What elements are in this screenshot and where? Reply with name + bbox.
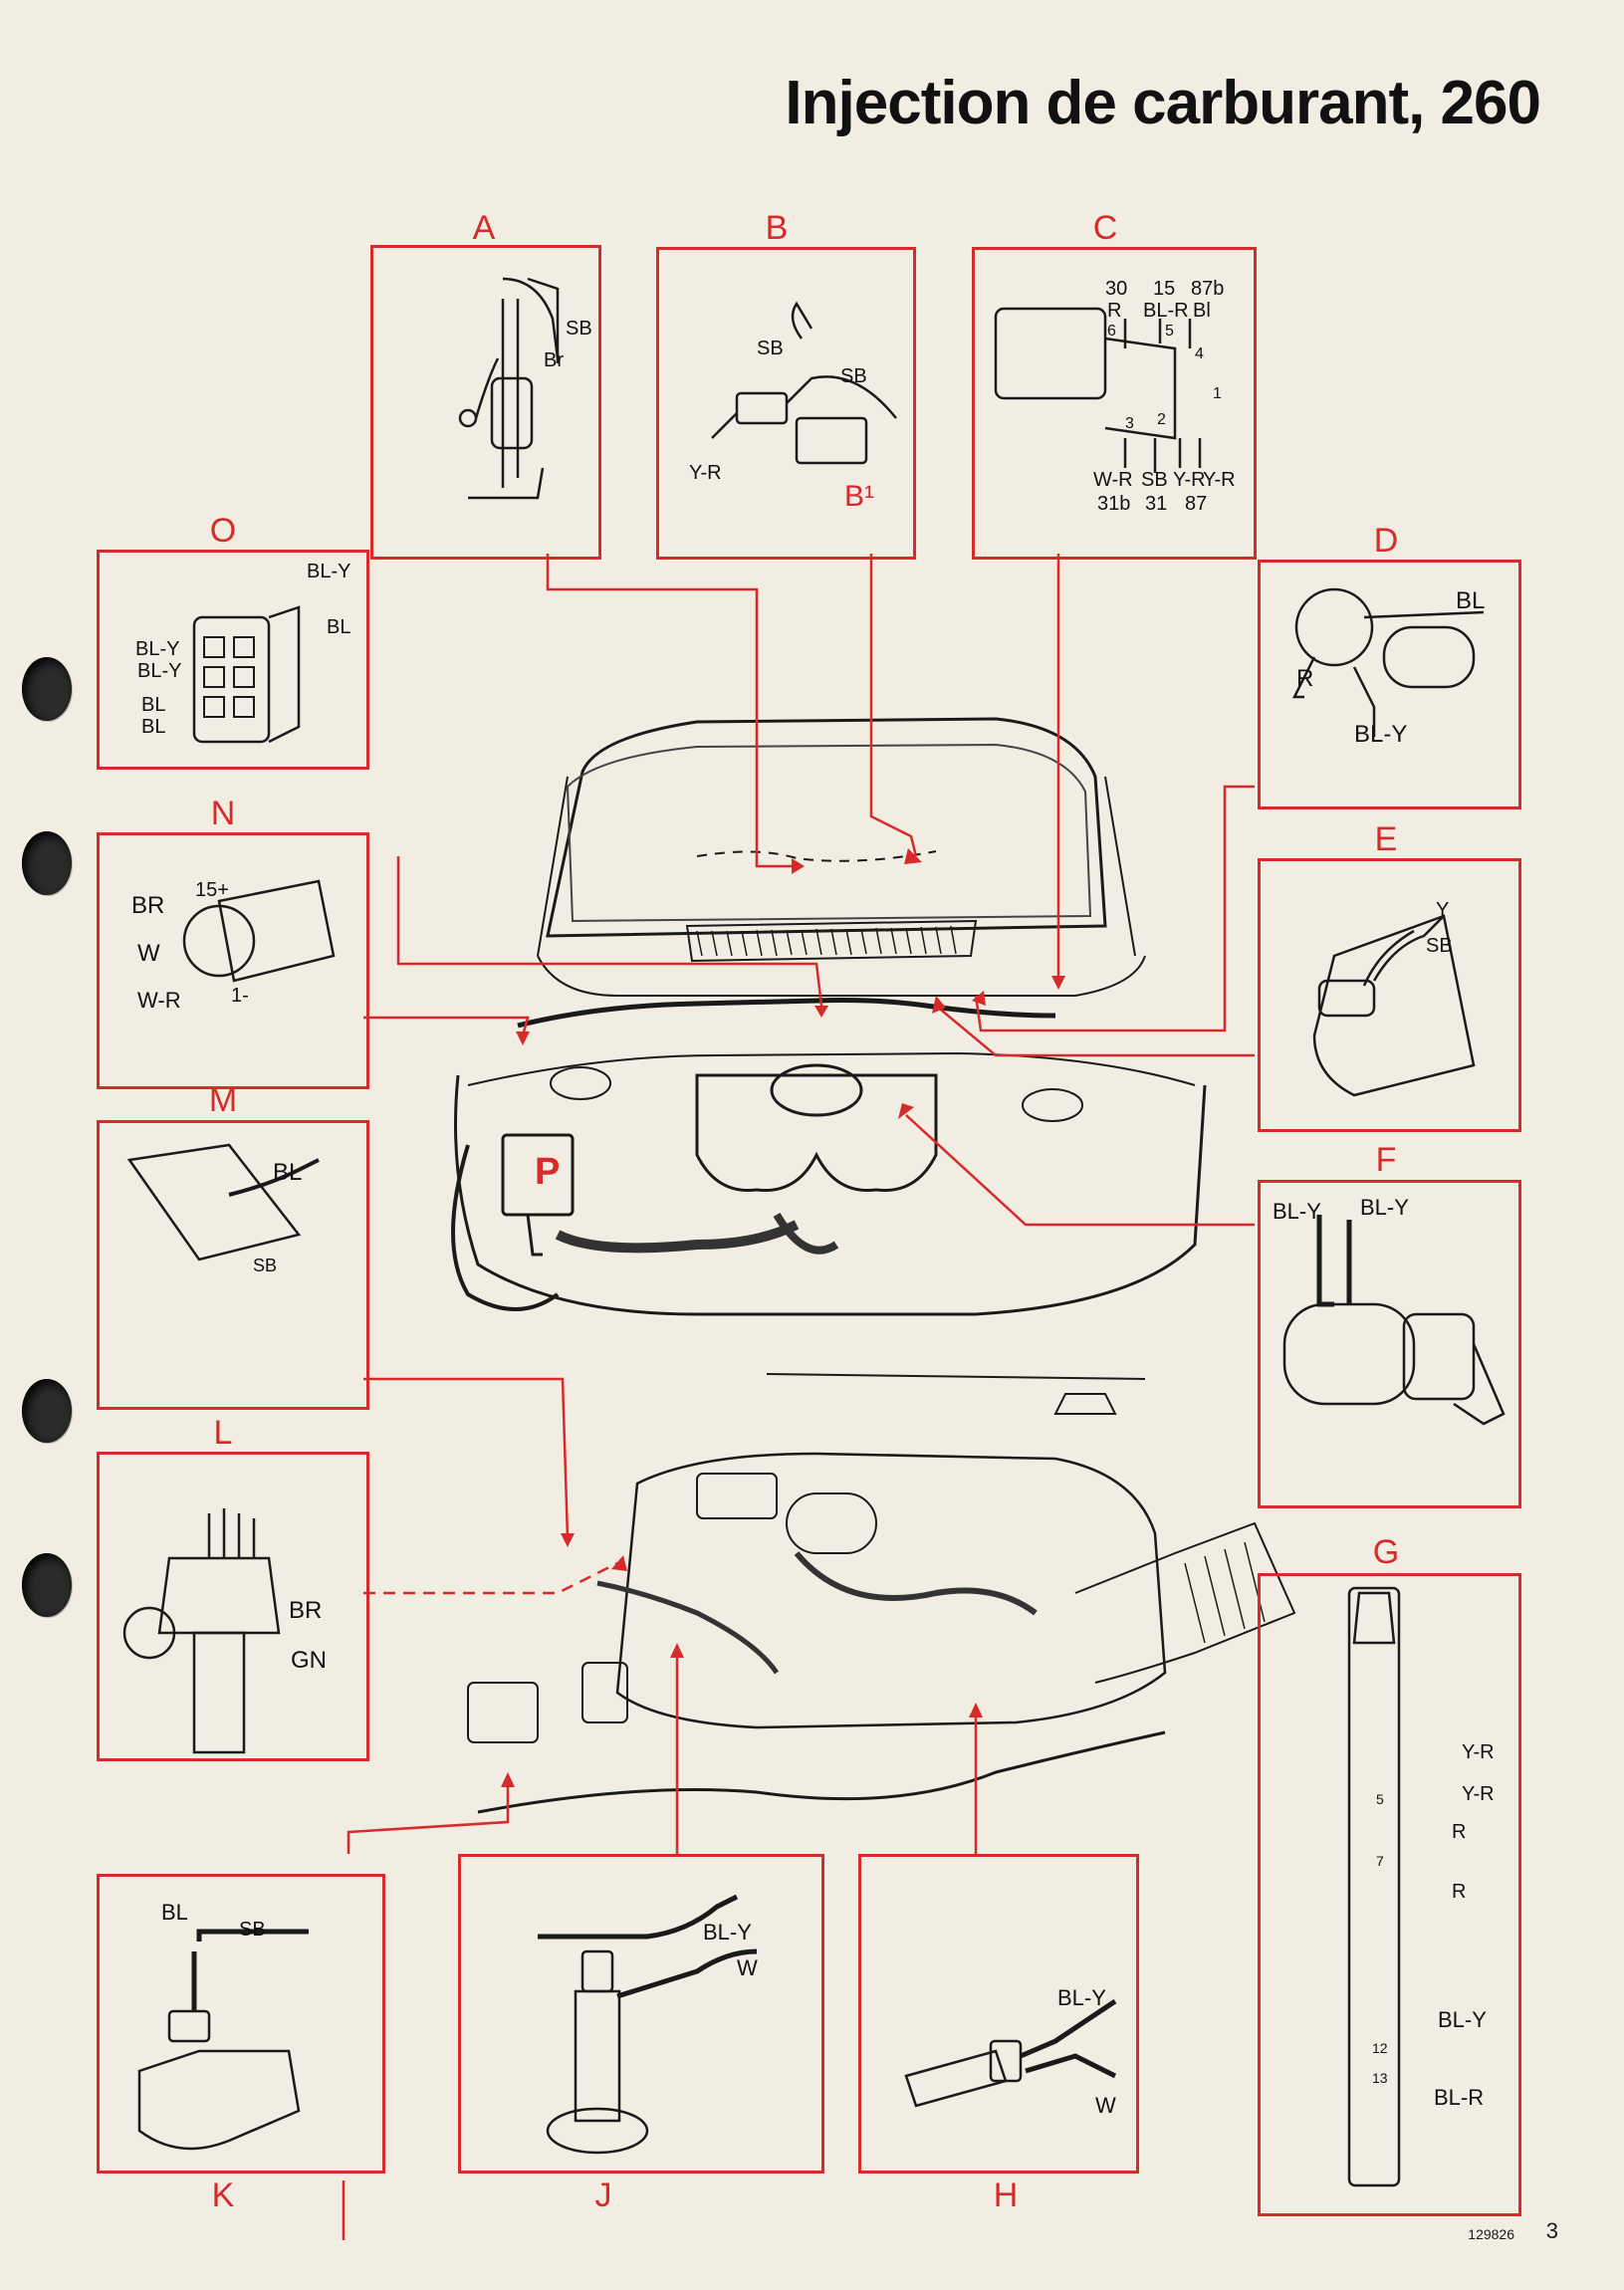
panel-a-wire-1: SB <box>566 318 592 340</box>
panel-o-wire-bl-side: BL <box>327 616 351 638</box>
panel-c-wire-y-r-1: Y-R <box>1173 469 1206 491</box>
panel-h-letter: H <box>993 2176 1019 2214</box>
panel-e-wire-sb: SB <box>1426 935 1453 957</box>
panel-b-wire-1: SB <box>757 338 784 359</box>
panel-j <box>458 1854 824 2174</box>
panel-b-wire-3: Y-R <box>689 462 722 484</box>
panel-n-letter: N <box>210 795 236 832</box>
panel-c-wire-w-r: W-R <box>1093 469 1133 491</box>
panel-c-term-87b: 87b <box>1191 278 1225 300</box>
panel-o-wire-bl-y-2: BL-Y <box>137 660 182 682</box>
binder-hole <box>22 1379 72 1443</box>
panel-c-wire-bl-r: BL-R <box>1143 300 1189 322</box>
panel-d-letter: D <box>1373 522 1399 560</box>
panel-l <box>97 1452 369 1761</box>
panel-o-wire-bl-y-top: BL-Y <box>307 561 351 582</box>
panel-b-wire-2: SB <box>840 365 867 387</box>
panel-c <box>972 247 1257 560</box>
panel-c-term-31: 31 <box>1145 493 1168 515</box>
panel-c-term-15: 15 <box>1153 278 1176 300</box>
panel-k-letter: K <box>211 2176 235 2214</box>
panel-g-pin-12: 12 <box>1372 2040 1388 2056</box>
panel-c-wire-sb: SB <box>1141 469 1168 491</box>
panel-k <box>97 1874 385 2174</box>
binder-hole <box>22 831 72 895</box>
panel-l-wire-gn: GN <box>291 1647 327 1674</box>
panel-k-wire-bl: BL <box>161 1900 188 1925</box>
panel-j-letter: J <box>594 2176 612 2214</box>
panel-g-wire-r-2: R <box>1452 1881 1467 1903</box>
panel-o-letter: O <box>209 512 237 550</box>
panel-h-wire-bl-y: BL-Y <box>1057 1985 1106 2010</box>
figure-code: 129826 <box>1468 2226 1514 2242</box>
panel-c-wire-y-r-2: Y-R <box>1203 469 1236 491</box>
panel-g-pin-5: 5 <box>1376 1791 1384 1807</box>
panel-e-wire-y: Y <box>1436 899 1450 921</box>
binder-hole <box>22 1553 72 1617</box>
panel-c-term-87: 87 <box>1185 493 1208 515</box>
panel-d <box>1258 560 1521 809</box>
panel-g-letter: G <box>1372 1533 1400 1571</box>
panel-b-letter: B <box>765 209 789 247</box>
panel-g-wire-y-r-2: Y-R <box>1462 1783 1495 1805</box>
panel-g-pin-7: 7 <box>1376 1853 1384 1869</box>
panel-h <box>858 1854 1139 2174</box>
panel-n <box>97 832 369 1089</box>
panel-j-wire-bl-y: BL-Y <box>703 1920 752 1945</box>
panel-f-wire-1: BL-Y <box>1273 1199 1321 1224</box>
panel-c-pin-1: 1 <box>1213 385 1222 402</box>
panel-a-letter: A <box>472 209 496 247</box>
panel-n-term-15: 15+ <box>195 879 229 901</box>
panel-d-wire-r: R <box>1296 665 1314 692</box>
panel-l-letter: L <box>213 1414 233 1452</box>
panel-d-wire-bl: BL <box>1456 587 1486 614</box>
panel-n-wire-w-r: W-R <box>137 988 181 1013</box>
panel-b-part-label: B¹ <box>844 480 874 513</box>
panel-c-pin-6: 6 <box>1107 323 1116 340</box>
panel-c-pin-3: 3 <box>1125 415 1134 432</box>
panel-o <box>97 550 369 770</box>
binder-hole <box>22 657 72 721</box>
page-number: 3 <box>1545 2218 1558 2243</box>
panel-c-pin-5: 5 <box>1165 323 1174 340</box>
panel-f-letter: F <box>1375 1141 1397 1179</box>
panel-k-wire-sb: SB <box>239 1919 266 1941</box>
panel-g-wire-r-1: R <box>1452 1821 1467 1843</box>
panel-c-wire-bl: Bl <box>1193 300 1211 322</box>
panel-c-term-30: 30 <box>1105 278 1128 300</box>
panel-g-pin-13: 13 <box>1372 2070 1388 2086</box>
panel-n-wire-w: W <box>137 940 160 967</box>
panel-f-wire-2: BL-Y <box>1360 1195 1409 1220</box>
panel-e-letter: E <box>1374 820 1398 858</box>
panel-c-pin-4: 4 <box>1195 345 1204 362</box>
component-p-label: P <box>535 1151 561 1193</box>
panel-m-wire-sb: SB <box>253 1256 278 1275</box>
page-title: Injection de carburant, 260 <box>785 69 1541 137</box>
panel-a <box>370 245 601 560</box>
panel-c-wire-r: R <box>1107 300 1122 322</box>
panel-n-term-1: 1- <box>231 985 249 1007</box>
panel-f <box>1258 1180 1521 1508</box>
panel-g <box>1258 1573 1521 2216</box>
panel-g-wire-y-r-1: Y-R <box>1462 1741 1495 1763</box>
panel-m <box>97 1120 369 1410</box>
panel-b <box>656 247 916 560</box>
panel-c-pin-2: 2 <box>1157 411 1166 428</box>
panel-o-wire-bl-2: BL <box>141 716 166 738</box>
panel-g-wire-bl-y: BL-Y <box>1438 2007 1487 2032</box>
panel-m-wire-bl: BL <box>273 1159 303 1186</box>
panel-a-wire-2: Br <box>544 349 564 371</box>
panel-l-wire-br: BR <box>289 1597 323 1624</box>
panel-j-wire-w: W <box>737 1955 758 1980</box>
panel-n-wire-br: BR <box>131 892 165 919</box>
panel-o-wire-bl-y-1: BL-Y <box>135 638 180 660</box>
panel-h-wire-w: W <box>1095 2093 1116 2118</box>
panel-c-term-31b: 31b <box>1097 493 1131 515</box>
panel-d-wire-bl-y: BL-Y <box>1354 721 1408 748</box>
panel-e <box>1258 858 1521 1132</box>
panel-o-wire-bl-1: BL <box>141 694 166 716</box>
panel-c-letter: C <box>1092 209 1118 247</box>
panel-g-wire-bl-r: BL-R <box>1434 2085 1485 2110</box>
